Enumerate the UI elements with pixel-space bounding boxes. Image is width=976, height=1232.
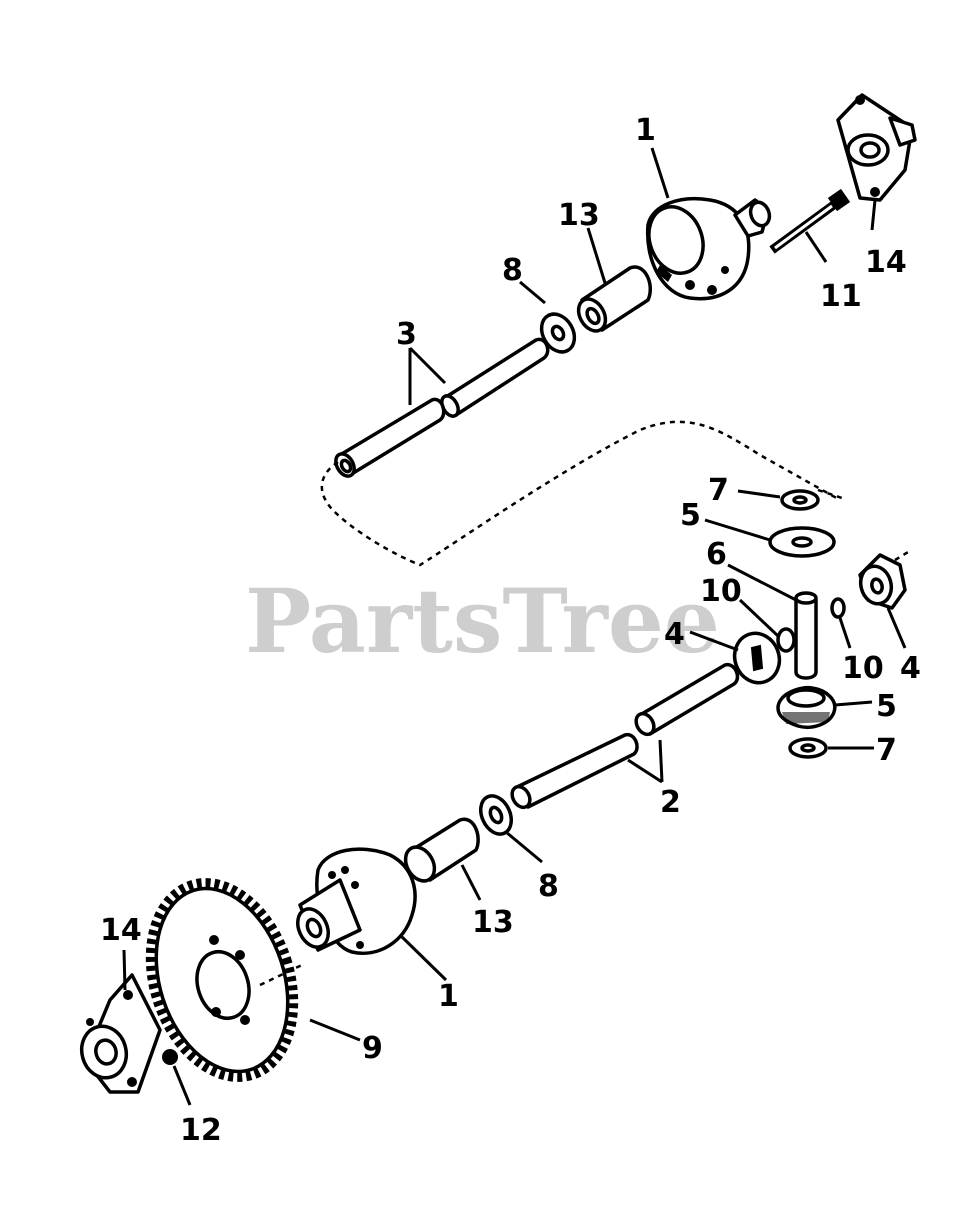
callout-7-bottom: 7	[876, 733, 897, 768]
differential-housing-bottom[interactable]	[292, 847, 417, 955]
sprocket[interactable]	[126, 864, 317, 1096]
callout-14-bottom: 14	[100, 913, 142, 948]
callout-2: 2	[660, 785, 681, 820]
small-washer-right[interactable]	[830, 597, 846, 619]
thrust-washer-bottom[interactable]	[788, 737, 828, 759]
watermark: PartsTree	[245, 569, 720, 673]
cross-shaft[interactable]	[794, 591, 818, 680]
callout-8-bottom: 8	[538, 869, 559, 904]
differential-housing-top[interactable]	[640, 197, 773, 301]
hex-nut[interactable]	[162, 1049, 178, 1065]
callout-9: 9	[362, 1031, 383, 1066]
small-washer-left[interactable]	[776, 627, 796, 653]
callout-10-left: 10	[700, 574, 742, 609]
flange-bearing-top[interactable]	[836, 93, 917, 202]
drive-shaft-lower[interactable]	[509, 732, 639, 811]
callout-labels: 1 13 8 3 11 14 7 5 6 10 4 10 4 5 7 2 8 1…	[100, 113, 921, 1148]
bushing-top[interactable]	[573, 265, 652, 336]
bolt[interactable]	[769, 188, 851, 254]
callout-5-top: 5	[680, 498, 701, 533]
callout-13-top: 13	[558, 198, 600, 233]
assembly-guide-line	[320, 420, 841, 567]
flange-bearing-bottom[interactable]	[76, 973, 162, 1094]
callout-10-right: 10	[842, 651, 884, 686]
bushing-bottom[interactable]	[400, 817, 480, 886]
callout-11: 11	[820, 279, 862, 314]
callout-14-top: 14	[865, 245, 907, 280]
callout-1-bottom: 1	[438, 979, 459, 1014]
callout-13-bottom: 13	[472, 905, 514, 940]
callout-4-left: 4	[664, 617, 685, 652]
axle-shaft-lower[interactable]	[332, 397, 446, 479]
leader-lines	[122, 147, 907, 1106]
callout-12: 12	[180, 1113, 222, 1148]
bevel-gear-top[interactable]	[768, 526, 836, 558]
pinion-block-left[interactable]	[728, 627, 786, 689]
bevel-gear-right[interactable]	[776, 685, 837, 729]
thrust-washer-top[interactable]	[780, 489, 820, 511]
drive-shaft-upper[interactable]	[633, 662, 740, 738]
callout-1-top: 1	[635, 113, 656, 148]
callout-7-top: 7	[708, 473, 729, 508]
callout-3: 3	[396, 317, 417, 352]
callout-6: 6	[706, 537, 727, 572]
bevel-pinion-right[interactable]	[857, 553, 907, 610]
washer-bottom[interactable]	[475, 791, 517, 839]
callout-8-top: 8	[502, 253, 523, 288]
callout-4-right: 4	[900, 651, 921, 686]
axle-shaft-upper[interactable]	[438, 337, 550, 419]
callout-5-right: 5	[876, 689, 897, 724]
